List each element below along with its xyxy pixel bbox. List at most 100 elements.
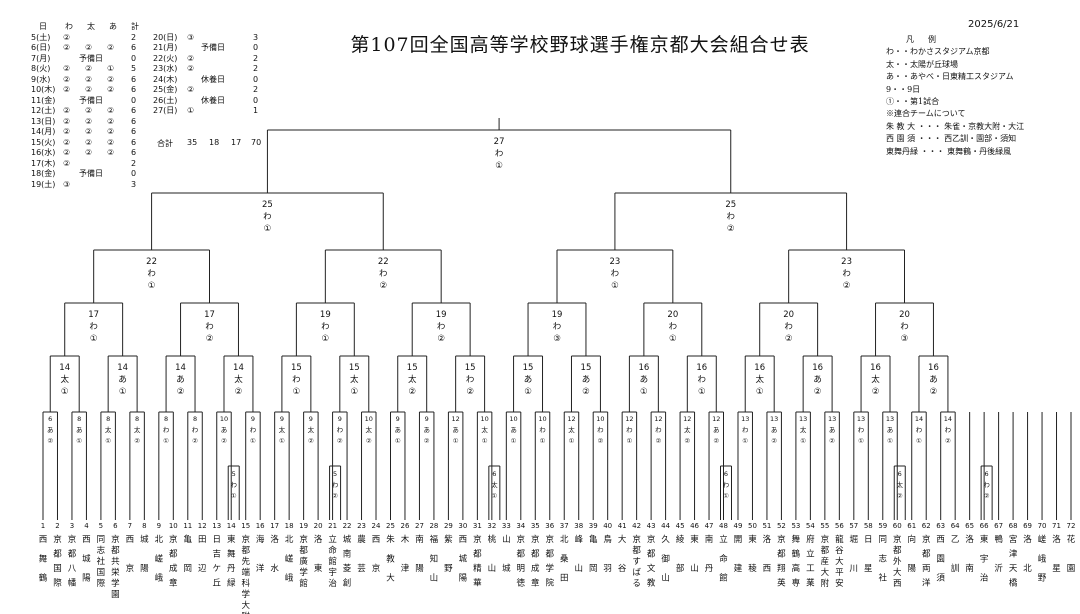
team-name: 久御山	[661, 534, 670, 584]
team-number: 59	[878, 522, 887, 530]
schedule-t: ②	[85, 74, 93, 84]
page-title: 第107回全国高等学校野球選手権京都大会組合せ表	[350, 34, 810, 56]
team-name: 日星	[864, 535, 873, 574]
schedule-total: 0	[131, 95, 137, 105]
schedule-note: 休養日	[201, 74, 225, 84]
r1-game: ①	[511, 437, 517, 445]
r1-venue: あ	[510, 426, 517, 434]
r1-venue: あ	[394, 426, 401, 434]
r32-day: 15	[291, 363, 302, 373]
team-number: 22	[343, 522, 352, 530]
r32-game: ①	[756, 387, 764, 397]
team-name: 京都学院	[546, 534, 555, 589]
team-name: 京都八幡	[68, 534, 77, 589]
schedule-t: ②	[85, 127, 93, 136]
team-number: 56	[835, 522, 844, 530]
team-number: 47	[705, 522, 714, 530]
schedule-total: 6	[131, 148, 137, 157]
r1-day: 12	[452, 415, 460, 423]
prelim-game: ①	[723, 492, 729, 500]
team-number: 52	[777, 522, 786, 530]
r1-day: 9	[396, 415, 400, 423]
prelim-day: 6	[985, 470, 989, 478]
r16-game: ③	[553, 334, 561, 344]
schedule-total: 5	[131, 64, 137, 73]
r32-day: 16	[870, 363, 881, 373]
sf-venue: わ	[263, 212, 272, 222]
r1-game: ②	[945, 437, 951, 445]
r1-venue: あ	[713, 426, 720, 434]
r1-venue: わ	[163, 426, 170, 434]
schedule-a: ②	[107, 148, 115, 157]
r16-game: ①	[90, 334, 98, 344]
qf-venue: わ	[842, 269, 851, 279]
sf-day: 25	[262, 200, 273, 210]
legend-line: 西 園 須 ・・・ 西乙訓・園部・須知	[886, 134, 1017, 144]
prelim-game: ②	[984, 492, 990, 500]
final-day: 27	[494, 137, 505, 147]
r1-day: 12	[567, 415, 575, 423]
schedule-w: ②	[63, 137, 71, 147]
legend: 凡例 わ・・わかさスタジアム京都 太・・太陽が丘球場 あ・・あやべ・日東精工スタ…	[886, 34, 1024, 158]
team-number: 62	[922, 522, 931, 530]
r1-venue: 太	[684, 425, 691, 434]
r16-venue: わ	[321, 322, 330, 332]
team-number: 36	[545, 522, 554, 530]
r1-venue: あ	[76, 426, 83, 434]
r1-day: 13	[886, 415, 894, 423]
schedule-date: 25(金)	[153, 85, 178, 94]
team-name: 京都文教	[647, 534, 656, 589]
schedule-header-cell: 計	[131, 22, 139, 31]
team-name: 京都先端科学大附	[241, 534, 250, 614]
qf-game: ②	[379, 281, 387, 291]
r1-venue: あ	[452, 426, 459, 434]
r32-venue: あ	[176, 375, 185, 385]
r1-day: 13	[799, 415, 807, 423]
team-number: 64	[951, 522, 960, 530]
r1-game: ①	[395, 437, 401, 445]
r32-venue: わ	[292, 375, 301, 385]
schedule-date: 22(火)	[153, 53, 178, 63]
r1-venue: あ	[47, 426, 54, 434]
r1-day: 10	[509, 415, 517, 423]
qf-day: 22	[378, 257, 389, 267]
r1-day: 12	[712, 415, 720, 423]
team-number: 42	[632, 522, 641, 530]
r1-day: 6	[48, 415, 52, 423]
r16-game: ①	[322, 334, 330, 344]
schedule-t: ②	[85, 106, 93, 115]
schedule-note: 予備日	[79, 53, 103, 63]
r32-game: ①	[350, 387, 358, 397]
r32-day: 16	[812, 363, 823, 373]
legend-line: 東舞丹緑 ・・・ 東舞鶴・丹後緑風	[886, 146, 1012, 156]
schedule-total-cell: 70	[251, 137, 262, 147]
team-number: 13	[212, 522, 221, 530]
team-number: 35	[531, 522, 540, 530]
schedule-w: ②	[63, 43, 71, 52]
r1-venue: あ	[771, 426, 778, 434]
schedule-t: ②	[85, 43, 93, 52]
team-name: 宮津天橋	[1009, 534, 1018, 589]
r32-venue: わ	[466, 375, 475, 385]
team-name: 京都すばる	[632, 534, 641, 589]
r1-venue: わ	[597, 426, 604, 434]
schedule-date: 16(水)	[31, 148, 56, 157]
legend-line: わ・・わかさスタジアム京都	[886, 47, 990, 57]
schedule-date: 13(日)	[31, 116, 56, 126]
team-name: 北嵯峨	[285, 535, 294, 584]
schedule-total: 1	[253, 106, 259, 115]
team-number: 5	[99, 522, 103, 530]
r1-day: 10	[538, 415, 546, 423]
team-name: 木津	[401, 534, 410, 574]
schedule-w: ②	[63, 116, 71, 126]
r1-venue: 太	[481, 425, 488, 434]
schedule-t: ②	[85, 64, 93, 73]
r32-venue: 太	[871, 374, 880, 385]
r16-game: ①	[669, 334, 677, 344]
